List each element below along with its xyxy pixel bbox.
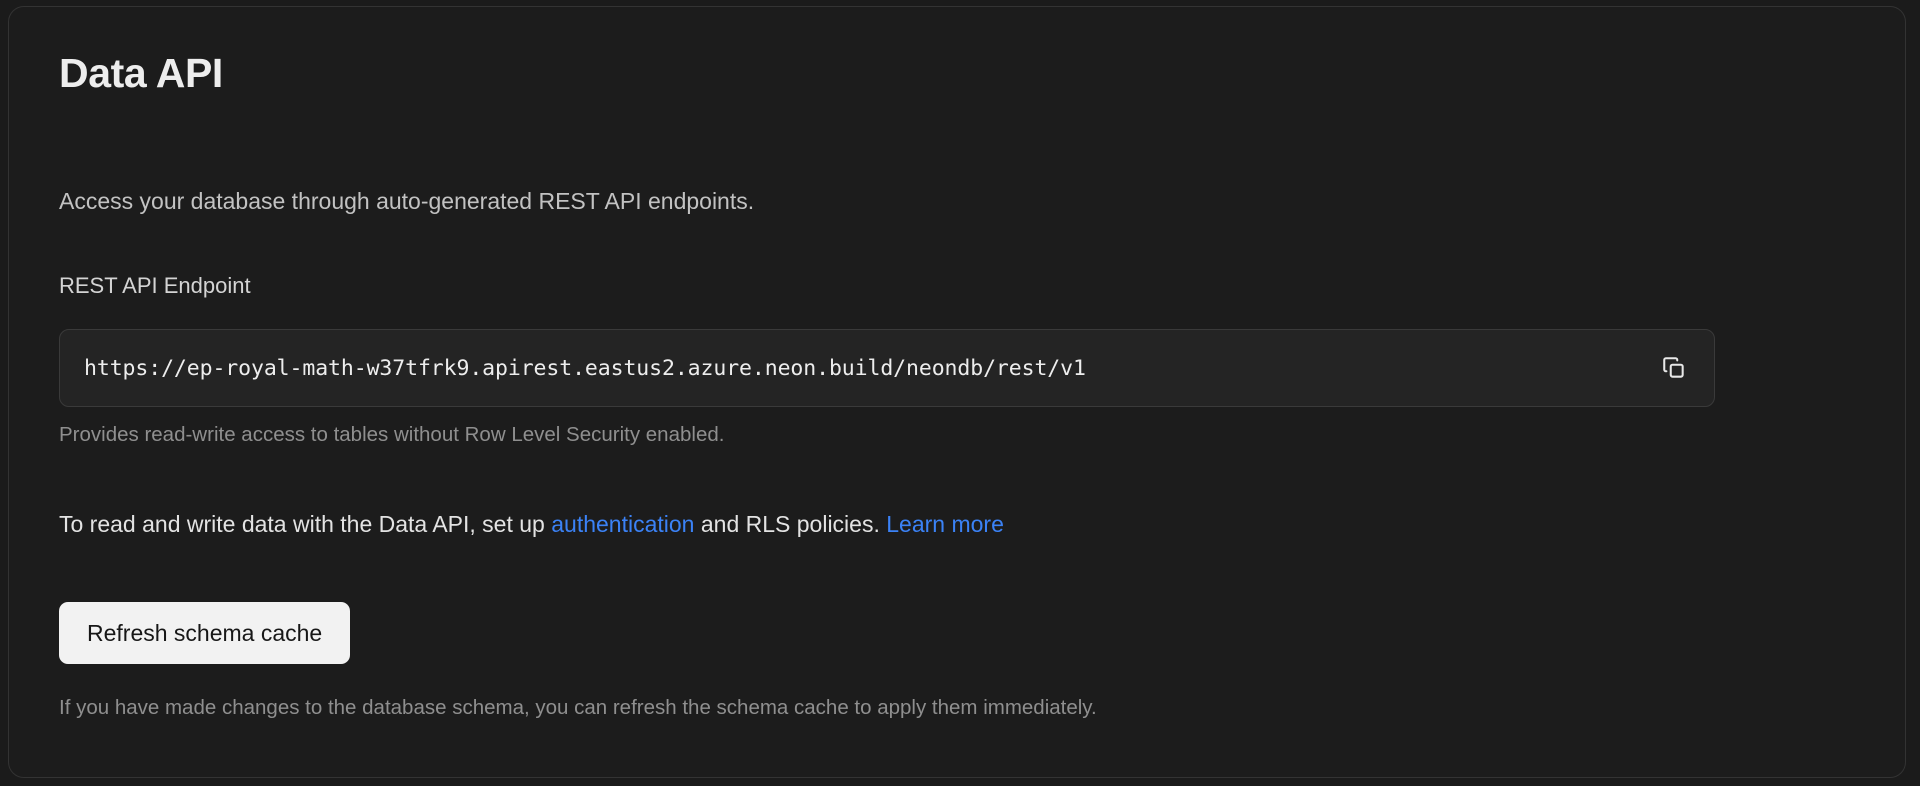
refresh-schema-cache-button[interactable]: Refresh schema cache bbox=[59, 602, 351, 664]
rest-api-endpoint-label: REST API Endpoint bbox=[59, 273, 251, 298]
authentication-link[interactable]: authentication bbox=[551, 511, 695, 537]
page-description: Access your database through auto-genera… bbox=[59, 188, 755, 214]
rest-api-endpoint-value[interactable]: https://ep-royal-math-w37tfrk9.apirest.e… bbox=[84, 355, 1086, 381]
copy-endpoint-button[interactable] bbox=[1646, 340, 1702, 396]
learn-more-link[interactable]: Learn more bbox=[886, 511, 1004, 537]
page-title: Data API bbox=[59, 50, 223, 96]
rls-notice-text-part1: To read and write data with the Data API… bbox=[59, 511, 552, 537]
rest-api-endpoint-field[interactable]: https://ep-royal-math-w37tfrk9.apirest.e… bbox=[59, 329, 1715, 407]
rls-notice-text-part2: and RLS policies. bbox=[694, 511, 887, 537]
refresh-schema-footer-note: If you have made changes to the database… bbox=[59, 696, 1097, 719]
copy-icon bbox=[1661, 355, 1687, 381]
data-api-card: Data API Access your database through au… bbox=[8, 6, 1906, 778]
rls-notice: To read and write data with the Data API… bbox=[59, 509, 1004, 540]
endpoint-helper-text: Provides read-write access to tables wit… bbox=[59, 423, 725, 446]
